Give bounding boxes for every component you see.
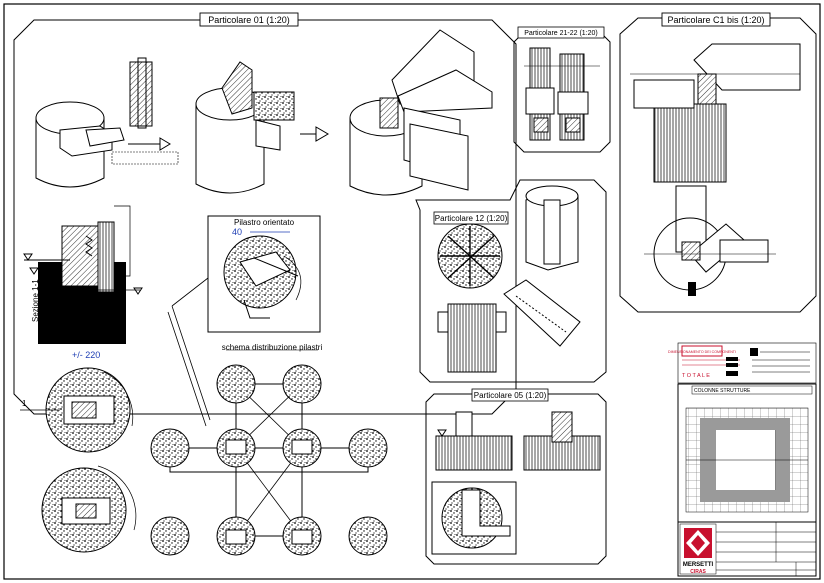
pilastro-dimension: 40 <box>232 227 242 237</box>
column-model-3 <box>349 29 493 196</box>
detail-title-c1: Particolare C1 bis (1:20) <box>667 15 764 25</box>
plan-title: COLONNE STRUTTURE <box>694 388 751 394</box>
company-name: MERSETTI <box>683 562 714 568</box>
column-model-2 <box>195 61 329 194</box>
section-label: Sezione 1-1 <box>31 279 40 322</box>
sheet-border <box>3 3 821 580</box>
legend-block: DIMENSIONAMENTO DEI COMPONENTI T O T A L… <box>668 342 817 384</box>
legend-total: T O T A L E <box>682 373 710 379</box>
column-model-1 <box>35 57 179 188</box>
detail-title-01: Particolare 01 (1:20) <box>208 15 290 25</box>
pilastro-title: Pilastro orientato <box>234 218 295 227</box>
panel-particolare-01: Particolare 01 (1:20) <box>13 12 517 556</box>
pilastro-orientato-inset: Pilastro orientato 40 <box>207 215 321 333</box>
elevation-mark: +/- 220 <box>72 350 100 360</box>
panel-particolare-05: Particolare 05 (1:20) <box>425 388 607 565</box>
detail-title-05: Particolare 05 (1:20) <box>474 391 547 400</box>
schema-title: schema distribuzione pilastri <box>222 343 323 352</box>
section-1-1: Sezione 1-1 +/- 220 <box>23 205 143 360</box>
company-sub: CIRAS <box>690 569 706 575</box>
detail-title-21-22: Particolare 21-22 (1:20) <box>524 30 598 37</box>
panel-particolare-12: Particolare 12 (1:20) <box>415 179 607 383</box>
panel-particolare-c1-bis: Particolare C1 bis (1:20) <box>619 12 817 313</box>
plan-detail-b <box>41 465 137 553</box>
site-plan: COLONNE STRUTTURE <box>677 383 817 523</box>
section-mark: 1 <box>22 399 27 408</box>
detail-title-12: Particolare 12 (1:20) <box>435 214 508 223</box>
legend-header: DIMENSIONAMENTO DEI COMPONENTI <box>668 350 736 354</box>
panel-particolare-21-22: Particolare 21-22 (1:20) <box>513 26 611 153</box>
title-block: MERSETTI CIRAS <box>677 521 817 577</box>
pillar-distribution-schema: schema distribuzione pilastri <box>150 343 388 556</box>
plan-detail-a: 1 <box>20 367 134 453</box>
